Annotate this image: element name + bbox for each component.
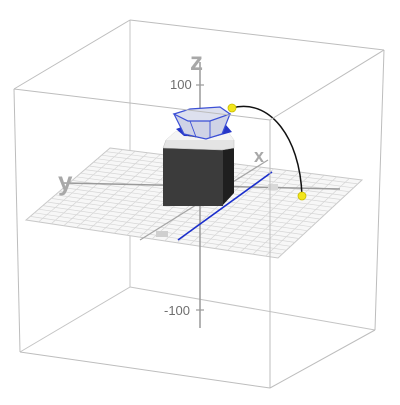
z-min-tick-label: -100 <box>164 303 190 318</box>
grid-line <box>214 171 300 249</box>
z-axis-label: z <box>190 46 203 76</box>
cube-edge <box>269 329 376 389</box>
curve[interactable] <box>231 105 303 197</box>
cube-edge <box>19 351 271 389</box>
cube-edge <box>19 286 131 353</box>
z-max-tick-label: 100 <box>170 77 192 92</box>
funnel[interactable] <box>172 106 232 140</box>
y-axis-marker <box>268 184 278 190</box>
grid-line <box>265 178 350 257</box>
cube-edge <box>374 49 385 331</box>
cube-edge <box>129 19 385 51</box>
blue-line[interactable] <box>177 171 273 241</box>
bounding-cube-front <box>13 19 385 389</box>
grid-line <box>252 176 338 255</box>
cube-edge <box>13 88 271 121</box>
x-axis-marker <box>156 231 168 237</box>
cube-edge <box>269 49 385 121</box>
cube-edge <box>129 286 376 331</box>
block-front-face <box>163 148 223 206</box>
block-side-face <box>222 148 234 206</box>
x-axis-label: x <box>254 146 264 166</box>
grid-line <box>42 205 295 243</box>
handle-point-end[interactable] <box>297 191 307 201</box>
cube-edge <box>13 88 21 353</box>
grid-line <box>38 208 291 247</box>
grid-line <box>55 194 308 232</box>
grid-line <box>46 201 300 239</box>
grid-line <box>202 170 287 247</box>
funnel-edge <box>189 120 197 138</box>
block[interactable] <box>162 131 235 206</box>
cube-edge <box>13 19 131 90</box>
y-axis-label: y <box>58 166 73 196</box>
handle-point-start[interactable] <box>227 103 237 113</box>
